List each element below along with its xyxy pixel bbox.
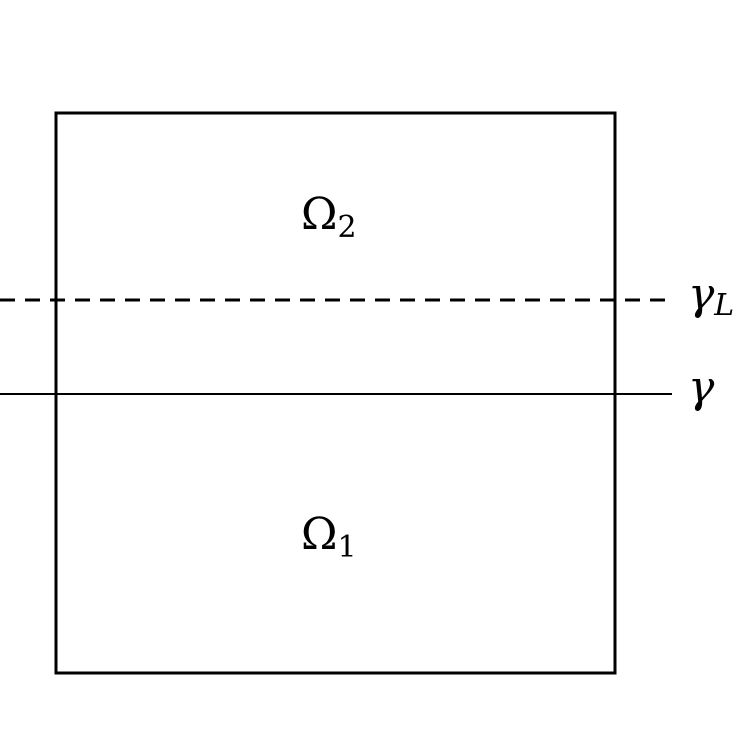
region-omega-2-subscript: 2 [337,210,356,245]
region-omega-1-subscript: 1 [337,530,356,565]
interface-gamma-label: γ [688,362,715,413]
region-omega-2-symbol: Ω [301,189,337,240]
interface-gamma-l-symbol: γ [688,269,715,320]
region-omega-1-label: Ω1 [301,509,357,565]
interface-gamma-l-label: γL [688,269,734,323]
interface-gamma-symbol: γ [688,362,715,413]
region-omega-2-label: Ω2 [301,189,357,245]
region-omega-1-symbol: Ω [301,509,337,560]
interface-gamma-l-subscript: L [713,288,734,323]
